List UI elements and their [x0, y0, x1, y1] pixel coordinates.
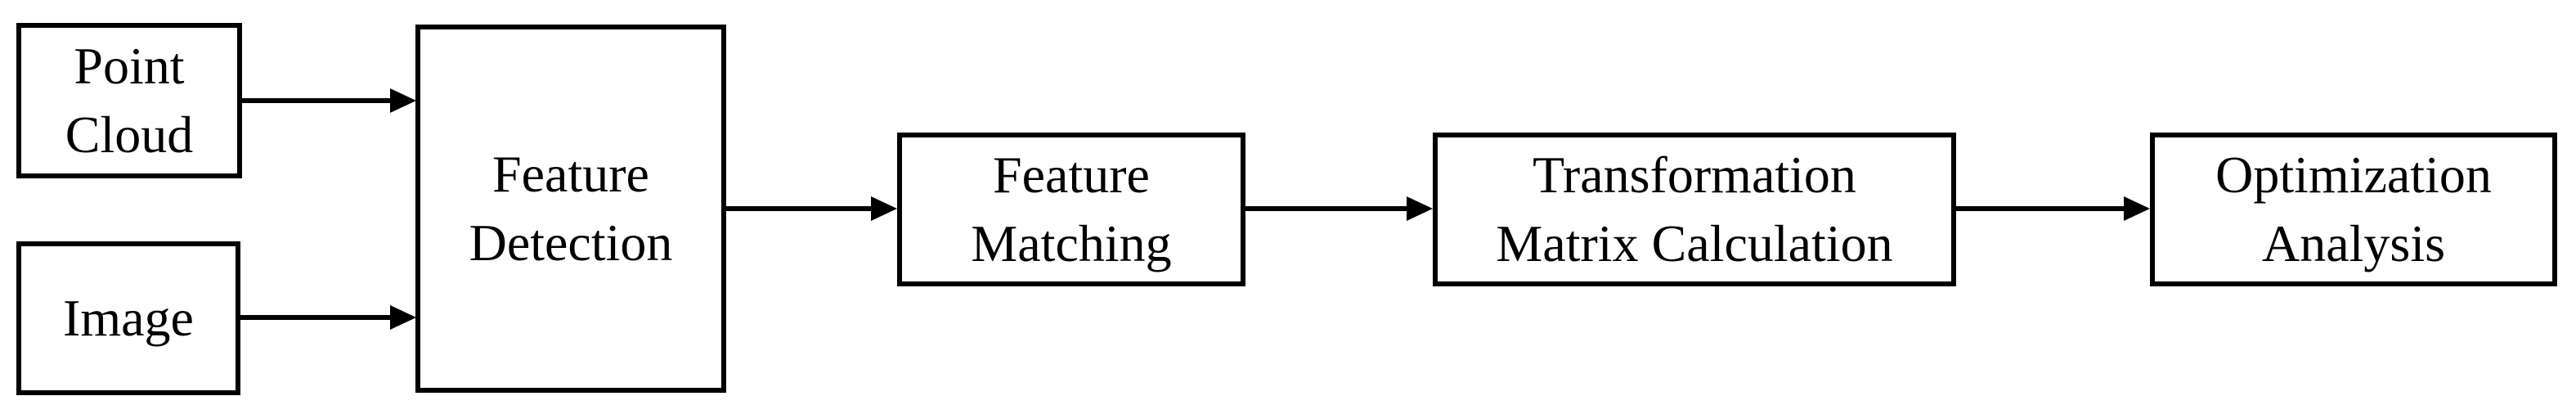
- node-image: Image: [16, 241, 240, 395]
- node-transformation-matrix-calculation: Transformation Matrix Calculation: [1433, 133, 1956, 286]
- node-optimization-analysis: Optimization Analysis: [2150, 133, 2557, 286]
- arrow-image-to-feature-detection: [240, 315, 391, 320]
- node-point-cloud: Point Cloud: [16, 23, 242, 178]
- node-feature-detection: Feature Detection: [415, 25, 726, 393]
- node-feature-matching: Feature Matching: [897, 133, 1245, 286]
- arrow-feature-matching-to-transformation-matrix-calculation: [1245, 206, 1407, 211]
- arrow-transformation-matrix-calculation-to-optimization-analysis: [1956, 206, 2125, 211]
- arrow-point-cloud-to-feature-detection: [242, 98, 391, 103]
- arrow-feature-detection-to-feature-matching: [726, 206, 872, 211]
